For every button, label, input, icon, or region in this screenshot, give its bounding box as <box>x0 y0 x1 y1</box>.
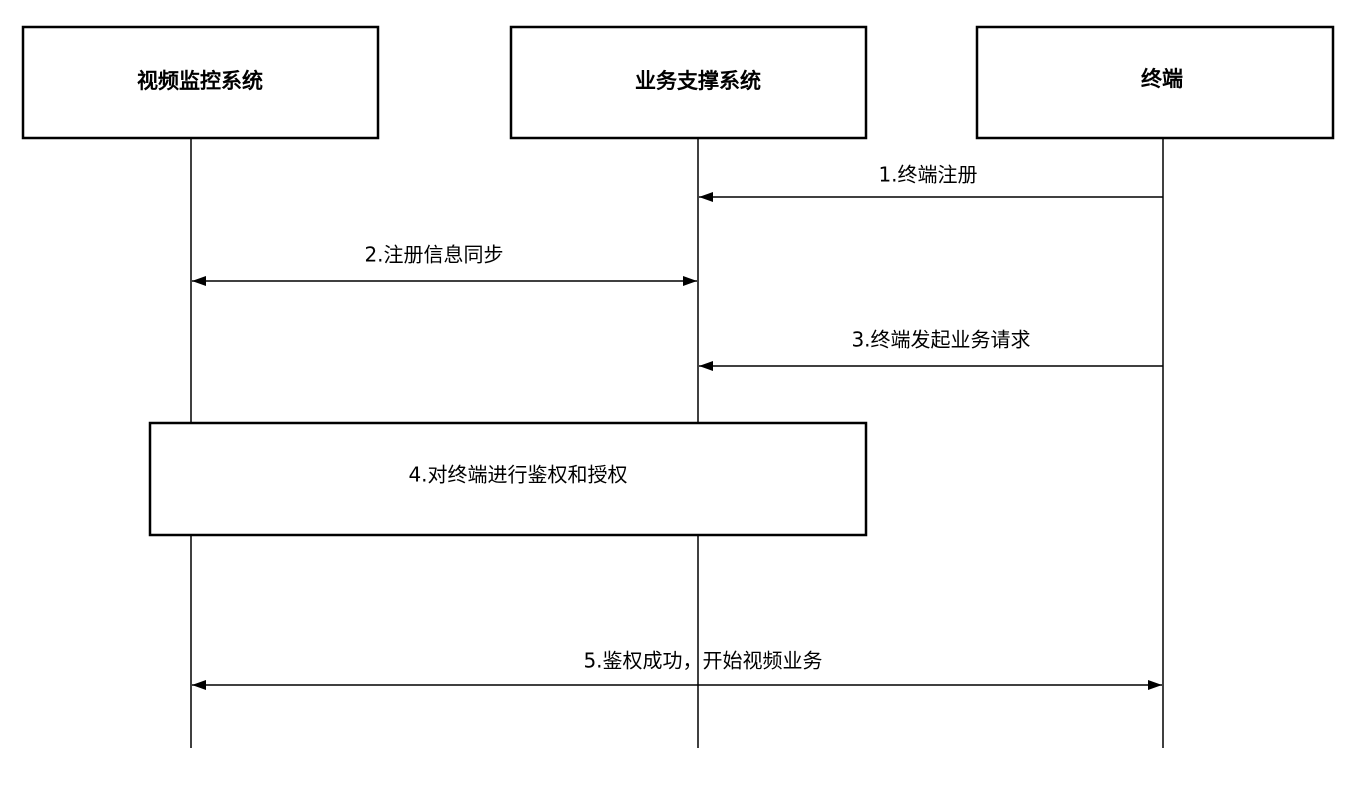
message-5: 5.鉴权成功，开始视频业务 <box>192 649 1162 690</box>
process-4-box <box>148 421 868 537</box>
actor-terminal-box <box>975 25 1335 140</box>
message-1: 1.终端注册 <box>699 163 1163 202</box>
actor-video-label: 视频监控系统 <box>137 69 263 93</box>
process-4: 4.对终端进行鉴权和授权 <box>148 421 868 537</box>
message-5-label: 5.鉴权成功，开始视频业务 <box>583 649 822 673</box>
process-4-label: 4.对终端进行鉴权和授权 <box>408 463 627 487</box>
message-3-label: 3.终端发起业务请求 <box>851 328 1030 352</box>
actor-support-label: 业务支撑系统 <box>635 69 761 93</box>
message-3: 3.终端发起业务请求 <box>699 328 1163 371</box>
message-2: 2.注册信息同步 <box>192 243 697 286</box>
actor-support: 业务支撑系统 <box>509 25 868 140</box>
actor-video: 视频监控系统 <box>21 25 380 140</box>
message-1-label: 1.终端注册 <box>878 163 977 187</box>
actor-support-box <box>509 25 868 140</box>
message-2-label: 2.注册信息同步 <box>364 243 503 267</box>
actor-terminal: 终端 <box>975 25 1335 140</box>
actor-video-box <box>21 25 380 140</box>
actor-terminal-label: 终端 <box>1141 67 1183 91</box>
